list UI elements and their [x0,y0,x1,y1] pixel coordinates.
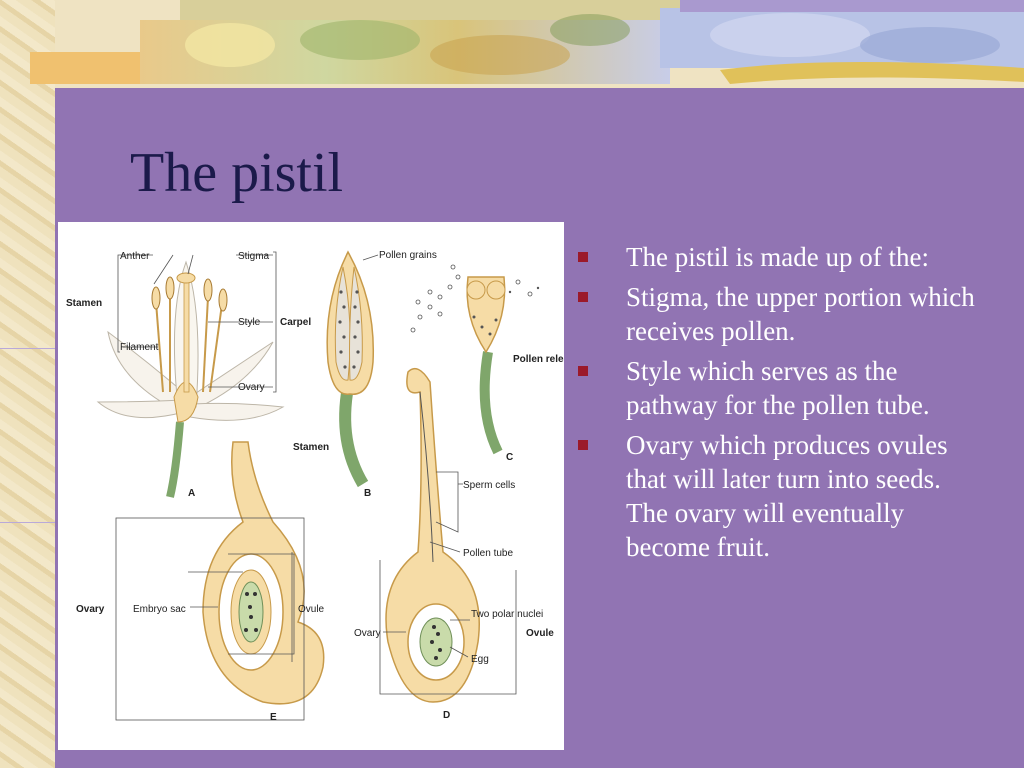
panel-d-pistil: Sperm cells Pollen tube Two polar nuclei… [354,367,554,721]
label-anther: Anther [120,251,150,262]
label-ovary-d: Ovary [354,628,381,639]
label-ovary-e: Ovary [76,604,105,615]
label-two-polar-nuclei: Two polar nuclei [471,609,543,620]
label-carpel: Carpel [280,317,311,328]
label-panel-c: C [506,452,513,463]
label-stamen-b: Stamen [293,442,329,453]
label-ovary-a: Ovary [238,382,265,393]
label-pollen-tube: Pollen tube [463,548,513,559]
label-ovule-e: Ovule [298,604,325,615]
label-panel-e: E [270,712,277,723]
label-sperm-cells: Sperm cells [463,480,515,491]
label-embryo-sac: Embryo sac [133,604,186,615]
bullet-item: Stigma, the upper portion which receives… [578,280,988,348]
panel-c-pollen-release: Pollen release C [410,264,581,463]
bullet-marker [578,292,588,302]
label-ovule-d: Ovule [526,628,554,639]
bullet-marker [578,440,588,450]
slide-title: The pistil [130,142,344,204]
bullet-list: The pistil is made up of the: Stigma, th… [578,240,988,570]
label-style: Style [238,317,261,328]
label-stigma: Stigma [238,251,270,262]
label-filament: Filament [120,342,159,353]
bullet-marker [578,252,588,262]
bullet-text: Style which serves as the pathway for th… [626,356,930,420]
label-egg: Egg [471,654,489,665]
label-stamen-a: Stamen [66,298,102,309]
label-panel-a: A [188,488,195,499]
label-pollen-grains: Pollen grains [379,250,437,261]
label-panel-b: B [364,488,371,499]
bullet-item: The pistil is made up of the: [578,240,988,274]
bullet-text: Ovary which produces ovules that will la… [626,430,948,562]
pistil-diagram: Anther Stigma Stamen Style Carpel Filame… [58,222,581,750]
bullet-text: Stigma, the upper portion which receives… [626,282,975,346]
decorative-banner [30,0,1024,84]
divider-line [0,348,55,349]
panel-e-ovary: Ovary Embryo sac Ovule E [76,441,325,723]
divider-line [0,522,55,523]
panel-a-flower: Anther Stigma Stamen Style Carpel Filame… [66,251,311,499]
left-texture-strip [0,0,55,768]
label-pollen-release: Pollen release [513,354,564,365]
label-panel-d: D [443,710,450,721]
bullet-text: The pistil is made up of the: [626,242,929,272]
bullet-item: Ovary which produces ovules that will la… [578,428,988,564]
bullet-item: Style which serves as the pathway for th… [578,354,988,422]
bullet-marker [578,366,588,376]
panel-b-stamen: Pollen grains Stamen B [293,250,437,499]
